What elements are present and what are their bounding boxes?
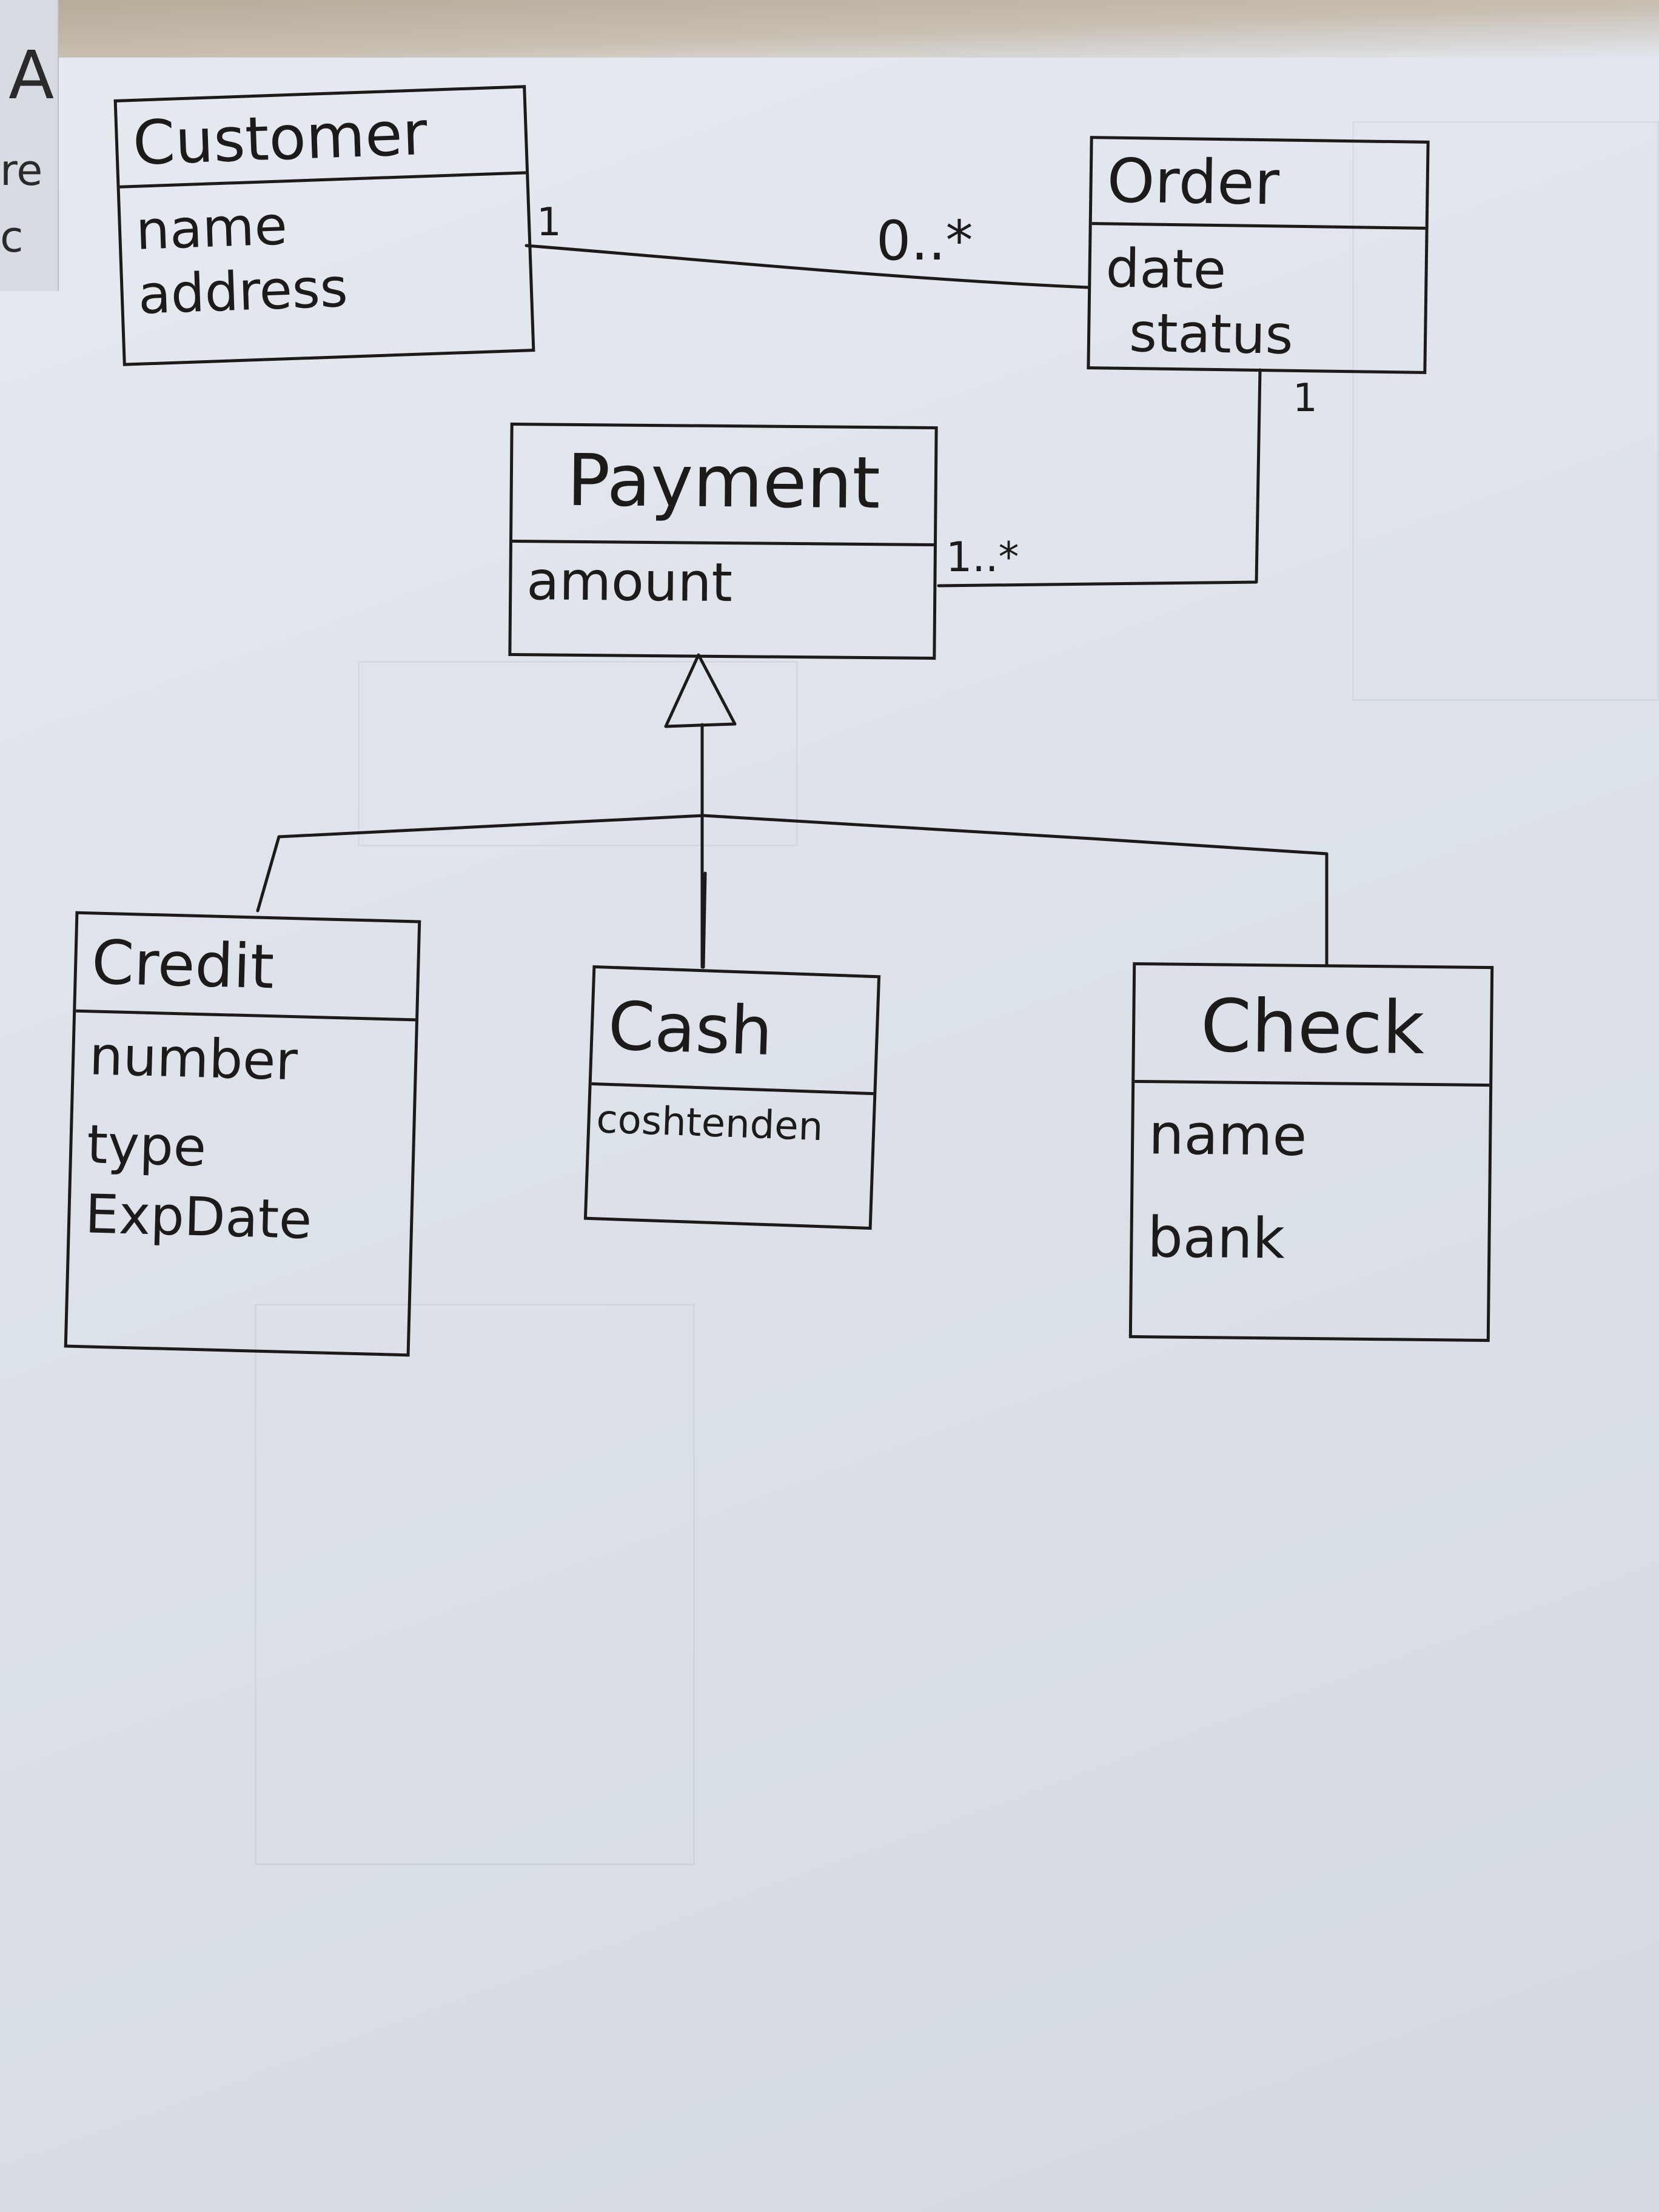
attribute: address	[136, 256, 349, 326]
order-payment-association	[937, 368, 1262, 588]
attribute: bank	[1147, 1205, 1285, 1272]
class-name: Check	[1134, 965, 1491, 1087]
class-attributes: number type ExpDate	[70, 1013, 415, 1265]
attribute: status	[1128, 301, 1294, 366]
cash-branch	[702, 871, 707, 969]
credit-branch	[256, 835, 281, 913]
class-name: Credit	[76, 914, 418, 1022]
class-attributes: name bank	[1133, 1083, 1489, 1286]
class-attributes: coshtenden	[589, 1085, 874, 1164]
attribute: amount	[526, 549, 733, 614]
class-cash: Cash coshtenden	[583, 965, 881, 1230]
class-credit: Credit number type ExpDate	[64, 911, 421, 1357]
attribute: coshtenden	[595, 1097, 824, 1150]
underlying-sheet	[0, 0, 59, 291]
class-attributes: name address	[120, 174, 531, 338]
customer-order-association	[525, 244, 1090, 289]
attribute: type	[86, 1112, 207, 1179]
class-attributes: amount	[512, 543, 934, 628]
multiplicity-order-payment-order-end: 1	[1293, 376, 1318, 421]
multiplicity-customer-end: 1	[537, 200, 561, 245]
multiplicity-order-end: 0..*	[876, 209, 973, 273]
underlying-sheet-letter: A	[8, 36, 55, 114]
inheritance-arrowhead	[664, 653, 737, 728]
class-name: Cash	[591, 968, 878, 1096]
multiplicity-payment-end: 1..*	[946, 534, 1019, 581]
class-name: Order	[1091, 139, 1427, 230]
show-through-box	[255, 1304, 695, 1865]
class-name: Customer	[116, 88, 526, 189]
class-check: Check name bank	[1128, 962, 1494, 1342]
underlying-sheet-letter: re	[0, 146, 43, 195]
class-customer: Customer name address	[113, 85, 535, 366]
show-through-box	[1352, 121, 1659, 701]
attribute: number	[88, 1024, 298, 1093]
class-name: Payment	[512, 425, 935, 547]
class-payment: Payment amount	[508, 422, 938, 660]
attribute: ExpDate	[84, 1182, 313, 1252]
attribute: date	[1105, 236, 1227, 301]
underlying-sheet-letter: c	[0, 212, 24, 262]
class-attributes: date status	[1090, 225, 1425, 380]
class-order: Order date status	[1087, 136, 1430, 374]
show-through-box	[358, 661, 798, 846]
attribute: name	[1148, 1102, 1307, 1168]
generalization-bus	[277, 814, 1329, 856]
table-surface	[0, 0, 1659, 58]
